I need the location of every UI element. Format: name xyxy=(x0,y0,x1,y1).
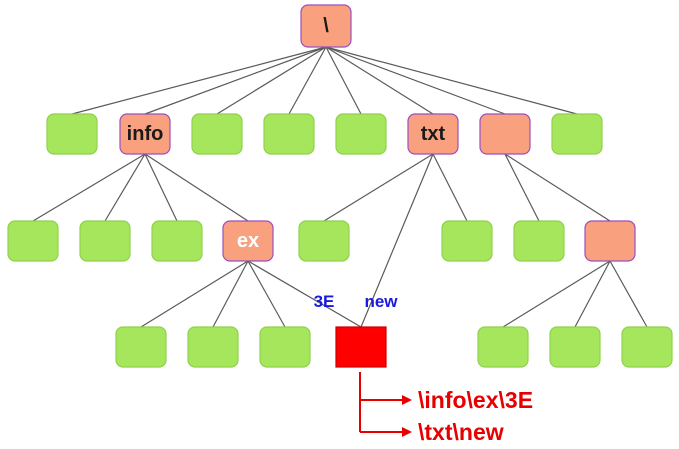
folder-node xyxy=(479,113,531,155)
path-label-2: \txt\new xyxy=(418,419,504,445)
file-node xyxy=(551,113,603,155)
tree-edge-l2h-l3e xyxy=(502,260,611,328)
tree-edge-root-l1h xyxy=(325,46,578,115)
file-node xyxy=(263,113,315,155)
tree-edge-root-l1e xyxy=(325,46,362,115)
file-node xyxy=(621,326,673,368)
file-node xyxy=(298,220,350,262)
tree-edge-root-txt xyxy=(325,46,434,115)
folder-node xyxy=(584,220,636,262)
file-node xyxy=(335,113,387,155)
tree-edge-root-l1g xyxy=(325,46,506,115)
tree-edge-l1g-l2g xyxy=(504,153,540,222)
folder-node xyxy=(222,220,274,262)
tree-edge-ex-l3b xyxy=(212,260,249,328)
tree-edge-txt-shared xyxy=(360,153,434,328)
folder-node xyxy=(300,4,352,48)
path-connector xyxy=(359,372,404,433)
folder-node xyxy=(407,113,459,155)
folder-node xyxy=(119,113,171,155)
shared-file-node xyxy=(335,326,387,368)
edge-label-3E: 3E xyxy=(314,292,335,311)
tree-edge-l1g-l2h xyxy=(504,153,611,222)
edge-label-new: new xyxy=(364,292,398,311)
tree-edge-ex-shared xyxy=(247,260,362,328)
arrow-head-icon xyxy=(402,395,412,405)
tree-edge-l2h-l3g xyxy=(609,260,648,328)
tree-edge-info-l2b xyxy=(104,153,146,222)
tree-edge-ex-l3c xyxy=(247,260,286,328)
tree-edge-l2h-l3f xyxy=(574,260,611,328)
node-label-info: info xyxy=(127,123,164,145)
file-node xyxy=(259,326,311,368)
file-node xyxy=(191,113,243,155)
tree-edge-info-ex xyxy=(144,153,249,222)
path-arrows xyxy=(359,372,412,437)
tree-edge-txt-l2f xyxy=(432,153,468,222)
tree-edge-info-l2c xyxy=(144,153,178,222)
tree-edge-root-l1c xyxy=(216,46,327,115)
file-node xyxy=(187,326,239,368)
node-label-ex: ex xyxy=(237,230,259,252)
file-node xyxy=(151,220,203,262)
tree-edges xyxy=(32,46,648,328)
file-node xyxy=(46,113,98,155)
tree-edge-txt-l2e xyxy=(323,153,434,222)
file-node xyxy=(549,326,601,368)
file-node xyxy=(441,220,493,262)
file-node xyxy=(79,220,131,262)
file-node xyxy=(513,220,565,262)
path-label-1: \info\ex\3E xyxy=(418,387,533,413)
file-node xyxy=(7,220,59,262)
tree-edge-root-l1a xyxy=(71,46,327,115)
tree-edge-root-info xyxy=(144,46,327,115)
node-label-txt: txt xyxy=(421,123,446,145)
tree-edge-info-l2a xyxy=(32,153,146,222)
file-node xyxy=(115,326,167,368)
arrow-head-icon xyxy=(402,427,412,437)
tree-edge-ex-l3a xyxy=(140,260,249,328)
node-label-root: \ xyxy=(323,15,329,37)
file-node xyxy=(477,326,529,368)
tree-edge-root-l1d xyxy=(288,46,327,115)
tree-nodes: \ info txt ex xyxy=(7,4,673,368)
